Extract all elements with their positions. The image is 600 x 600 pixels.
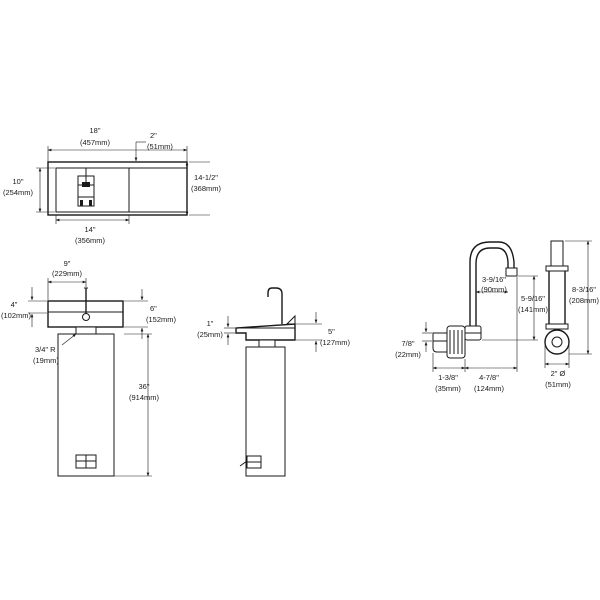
dim-label: (102mm) [1,311,32,320]
side-view-splash [285,314,296,325]
dim-faucet-dia: 2" Ø (51mm) [544,345,571,389]
top-view: 18" (457mm) 2" (51mm) 10" (254mm) 14-1/2… [3,126,222,245]
top-view-faucet [77,168,95,207]
dim-label: (35mm) [435,384,461,393]
faucet-detail-view: 3-9/16" (90mm) 5-9/16" (141mm) 8-3/16" (… [395,240,600,393]
dim-label: 2" [150,131,157,140]
top-view-rim [47,161,188,216]
dim-label: 3-9/16" [482,275,506,284]
dim-label: (127mm) [320,338,351,347]
dim-label: 1" [207,319,214,328]
dim-label: (356mm) [75,236,106,245]
dim-label: 10" [12,177,23,186]
front-view-drain [75,326,97,335]
dim-label: (51mm) [545,380,571,389]
dim-label: 4-7/8" [479,373,499,382]
side-view-pedestal [245,346,286,477]
front-view: 9" (229mm) 4" (102mm) 6" (152mm) 3/4" R … [1,259,177,477]
dim-front-faucet: 9" (229mm) [47,259,87,300]
dim-label: (19mm) [33,356,59,365]
escutcheon-front [544,329,570,355]
dim-faucet-reach: 4-7/8" (124mm) [464,277,518,393]
spout-aerator [505,267,518,277]
dim-label: (229mm) [52,269,83,278]
dim-label: (208mm) [569,296,600,305]
dim-label: 4" [11,300,18,309]
top-view-bowl [55,167,130,213]
dim-label: (152mm) [146,315,177,324]
dim-top-bowl-depth: 10" (254mm) [3,167,55,213]
front-view-foot-pedal [75,454,97,469]
front-view-faucet [82,287,90,321]
dim-front-height: 36" (914mm) [114,333,160,477]
gooseneck-spout-inner [475,247,509,326]
dim-faucet-offset: 7/8" (22mm) [395,322,432,359]
inlet-elbow [432,332,448,353]
dim-label: 2" Ø [551,369,566,378]
dim-label: (914mm) [129,393,160,402]
side-view-basin [235,323,296,341]
dim-label: 14" [84,225,95,234]
spout-tube-front [548,267,566,327]
side-view-foot-pedal [239,455,262,469]
dim-label: (51mm) [147,142,173,151]
dim-side-lip: 1" (25mm) [197,316,235,345]
dim-label: 6" [150,304,157,313]
dim-top-depth: 14-1/2" (368mm) [185,161,222,216]
dim-label: 8-3/16" [572,285,596,294]
dim-label: 18" [89,126,100,135]
side-view-faucet [267,287,283,324]
dim-top-back: 2" (51mm) [134,131,173,162]
dim-label: 36" [138,382,149,391]
dim-label: (124mm) [474,384,505,393]
dim-faucet-total: 8-3/16" (208mm) [565,240,600,355]
dim-label: (22mm) [395,350,421,359]
dim-front-drain: 4" (102mm) [1,287,47,327]
dim-top-bowl-width: 14" (356mm) [55,215,130,245]
wall-flange [446,325,466,359]
dim-front-radius: 3/4" R (19mm) [33,333,77,365]
gooseneck-spout-outer [469,241,515,326]
dim-faucet-flange: 1-3/8" (35mm) [432,353,466,393]
dim-label: 14-1/2" [194,173,218,182]
side-view-drain [258,339,276,348]
dim-label: 7/8" [401,339,414,348]
spout-tip-front [550,240,564,269]
dim-label: (368mm) [191,184,222,193]
dim-label: (141mm) [518,305,549,314]
dim-faucet-rise: 5-9/16" (141mm) [482,275,549,341]
dim-side-bowl: 5" (127mm) [296,312,351,352]
dim-label: 3/4" R [35,345,56,354]
side-view: 1" (25mm) 5" (127mm) [197,287,351,477]
dim-label: 5" [328,327,335,336]
dim-top-width: 18" (457mm) [47,126,188,162]
front-view-pedestal [57,333,115,477]
dim-faucet-spout: 3-9/16" (90mm) [475,275,509,294]
dim-label: (90mm) [481,285,507,294]
dim-label: (25mm) [197,330,223,339]
dim-front-rim: 6" (152mm) [124,289,177,339]
dim-label: 5-9/16" [521,294,545,303]
faucet-front-elevation [544,240,570,355]
dim-label: 1-3/8" [438,373,458,382]
dim-label: 9" [64,259,71,268]
dim-label: (457mm) [80,138,111,147]
dim-label: (254mm) [3,188,34,197]
